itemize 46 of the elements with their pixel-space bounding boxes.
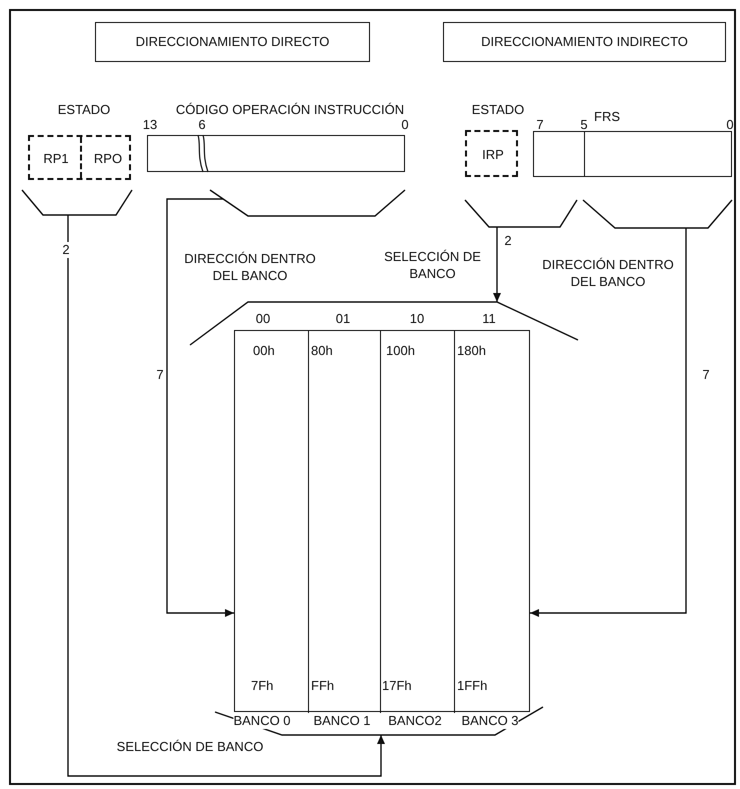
annotation-text: DIRECCIÓN DENTRO DEL BANCO: [183, 250, 317, 284]
bit-number: 6: [198, 117, 206, 133]
bit-number: 7: [536, 117, 544, 133]
bit-number: 0: [401, 117, 409, 133]
selector-bracket: [583, 200, 732, 228]
bank-name: BANCO 0: [233, 713, 291, 729]
address-label: 17Fh: [382, 678, 412, 694]
selector-bracket: [190, 302, 578, 345]
memory-array: [234, 330, 530, 712]
register-box: [533, 131, 732, 177]
arrow: [493, 227, 501, 302]
register-caption: ESTADO: [58, 102, 110, 118]
arrow: [67, 215, 385, 777]
arrow: [166, 198, 234, 617]
edge-label: 2: [62, 242, 70, 258]
address-label: 100h: [386, 343, 415, 359]
heading-text: DIRECCIONAMIENTO INDIRECTO: [480, 34, 689, 50]
annotation-text: DIRECCIÓN DENTRO DEL BANCO: [541, 256, 675, 290]
title-box: [95, 22, 370, 62]
arrow: [530, 228, 687, 617]
register-caption: ESTADO: [472, 102, 524, 118]
bit-number: 0: [726, 117, 734, 133]
register-caption: CÓDIGO OPERACIÓN INSTRUCCIÓN: [176, 102, 404, 118]
bit-number: 13: [142, 117, 158, 133]
annotation-text: SELECCIÓN DE BANCO: [383, 248, 482, 282]
selector-bracket: [210, 190, 405, 216]
register-caption: FRS: [594, 109, 620, 125]
register-box: [147, 135, 405, 172]
address-label: 00h: [253, 343, 275, 359]
address-label: 1FFh: [457, 678, 488, 694]
address-label: 7Fh: [251, 678, 274, 694]
bank-name: BANCO 3: [461, 713, 519, 729]
bit-label: IRP: [482, 147, 504, 163]
title-box: [443, 22, 726, 62]
bit-number: 5: [580, 117, 588, 133]
address-label: 180h: [457, 343, 486, 359]
address-label: 80h: [311, 343, 333, 359]
bit-label: RP1: [43, 151, 69, 167]
selector-bracket: [465, 200, 577, 227]
selector-bracket: [22, 190, 132, 215]
register-box: [465, 130, 518, 177]
bit-label: RPO: [94, 151, 122, 167]
heading-text: DIRECCIONAMIENTO DIRECTO: [134, 34, 330, 50]
annotation-text: SELECCIÓN DE BANCO: [116, 738, 264, 755]
register-box: [28, 135, 131, 180]
address-label: FFh: [311, 678, 334, 694]
